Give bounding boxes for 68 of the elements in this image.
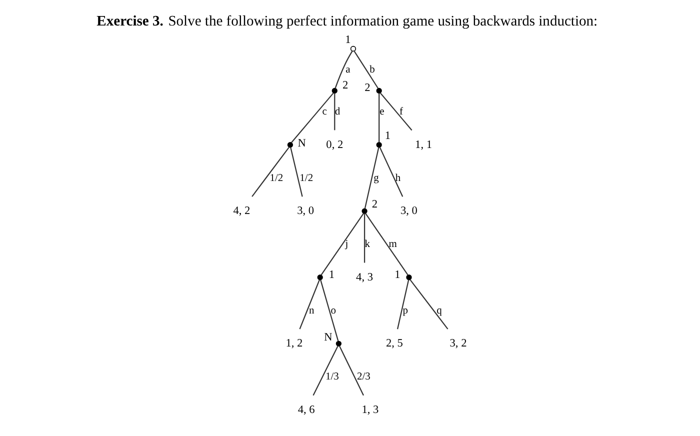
connector: [290, 92, 334, 143]
node-text: 3, 0: [400, 205, 418, 218]
edge-label: 1/2: [300, 172, 314, 184]
node-circle: [376, 142, 382, 148]
edge-label: m: [388, 239, 397, 250]
diagram-title: Exercise 3. Solve the following perfect information game using backwards induction:: [96, 14, 598, 30]
connector: [410, 279, 448, 330]
node-label: 2: [342, 80, 348, 92]
edge-label: b: [370, 64, 375, 76]
connector: [334, 93, 336, 130]
node-circle: [350, 46, 356, 52]
node-text: 1, 1: [415, 138, 432, 151]
node-text: 4, 2: [233, 205, 250, 218]
connector: [354, 50, 378, 89]
edge-label: 1/2: [270, 172, 284, 184]
connector: [252, 146, 290, 197]
connector: [379, 147, 404, 197]
edge-label: q: [436, 305, 442, 316]
node-label: 1: [328, 268, 334, 281]
node-label: 2: [364, 82, 370, 94]
connector: [312, 346, 338, 396]
node-text: 2, 5: [386, 338, 403, 350]
edge-label: n: [308, 305, 314, 316]
node-text: 1, 2: [286, 338, 303, 350]
edge-label: a: [346, 64, 350, 76]
node-text: 1, 3: [362, 404, 379, 416]
edge-label: 2/3: [357, 372, 370, 383]
edge-label: f: [400, 106, 404, 118]
connector: [290, 147, 303, 197]
connector: [334, 50, 353, 88]
node-circle: [317, 274, 323, 280]
node-circle: [406, 274, 412, 280]
edge-label: o: [330, 305, 336, 316]
node-text: 0, 2: [326, 138, 344, 151]
connector: [338, 346, 364, 396]
connector: [364, 147, 380, 209]
edge-label: d: [334, 106, 340, 118]
node-label: 1: [394, 268, 400, 281]
edge-label: p: [402, 305, 408, 316]
connector: [378, 93, 380, 142]
node-circle: [332, 88, 338, 94]
node-circle: [287, 142, 294, 148]
edge-label: j: [345, 239, 348, 250]
edge-label: c: [322, 106, 327, 118]
connector: [380, 92, 412, 131]
connector: [320, 280, 339, 342]
node-text: 4, 6: [298, 404, 315, 416]
node-label: N: [324, 332, 332, 344]
edge-label: h: [395, 172, 401, 184]
edge-label: 1/3: [326, 372, 339, 383]
connector: [364, 214, 366, 263]
edge-label: e: [380, 106, 384, 118]
connector: [365, 213, 408, 276]
node-text: 4, 3: [356, 271, 374, 284]
connector: [299, 280, 320, 330]
node-label: 2: [372, 198, 378, 211]
node-circle: [376, 88, 382, 94]
node-label: N: [298, 138, 306, 150]
connector: [396, 280, 410, 330]
node-text: 3, 2: [450, 338, 467, 350]
node-circle: [336, 340, 342, 346]
edge-label: k: [364, 239, 370, 250]
node-text: 3, 0: [297, 205, 314, 218]
connector: [320, 213, 364, 276]
node-label: 1: [345, 34, 351, 46]
node-label: 1: [384, 130, 391, 142]
node-circle: [362, 208, 368, 214]
edge-label: g: [374, 172, 379, 184]
